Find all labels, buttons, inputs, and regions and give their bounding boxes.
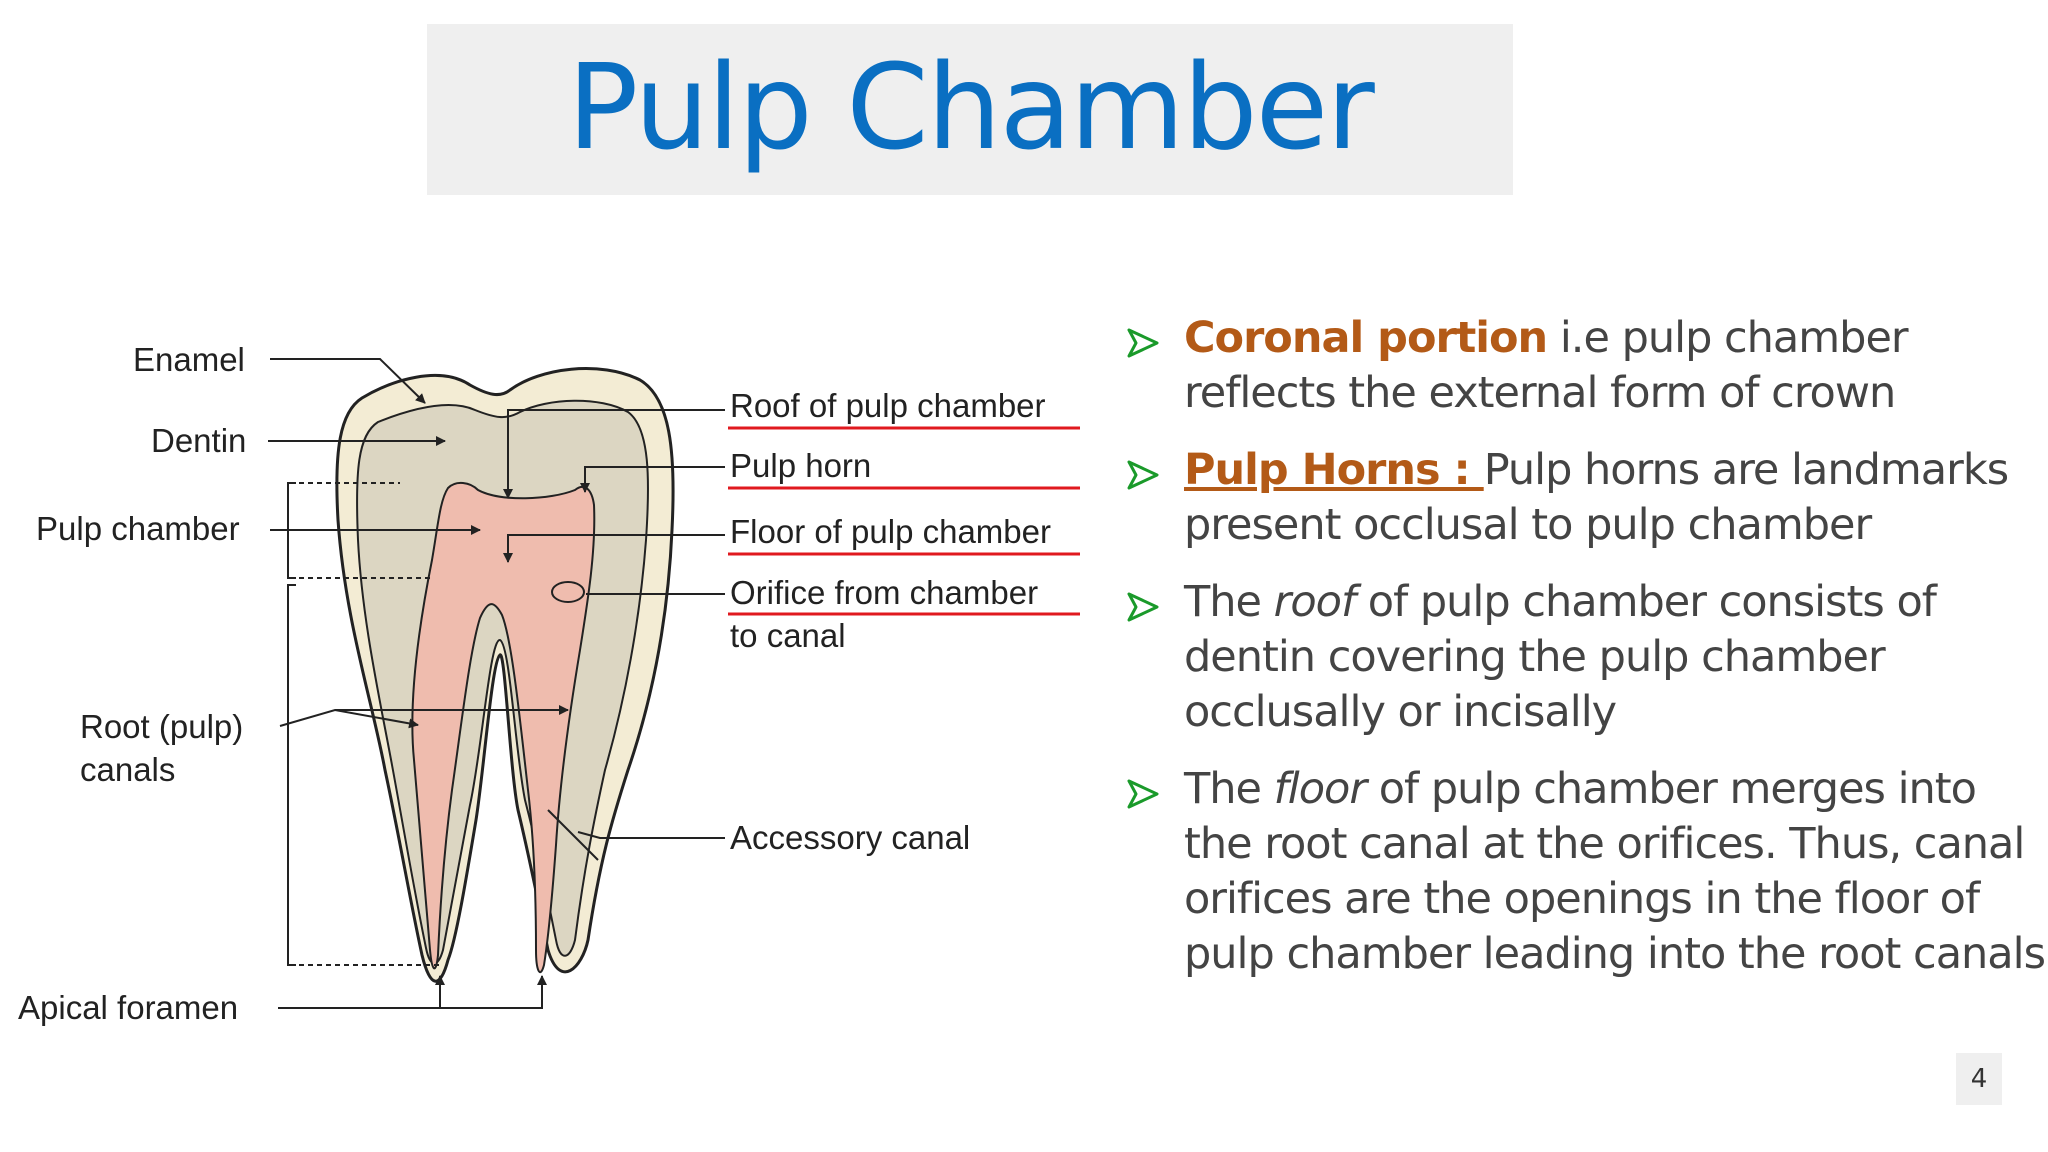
label-apical-foramen: Apical foramen (18, 989, 238, 1026)
slide-title: Pulp Chamber (567, 37, 1375, 176)
bullet-text: i.e pulp chamber reflects the external f… (1184, 313, 1909, 418)
highlight-coronal-portion: Coronal portion (1184, 313, 1548, 363)
page-number: 4 (1956, 1053, 2002, 1105)
label-root-canals-2: canals (80, 751, 175, 788)
bullet-list: Coronal portion i.e pulp chamber reflect… (1126, 311, 2046, 1004)
bullet-roof: The roof of pulp chamber consists of den… (1126, 575, 2046, 740)
label-orifice-1: Orifice from chamber (730, 574, 1038, 611)
label-pulp-chamber: Pulp chamber (36, 510, 240, 547)
bullet-text: of pulp chamber merges into the root can… (1184, 764, 2046, 979)
label-root-canals-1: Root (pulp) (80, 708, 243, 745)
label-orifice-2: to canal (730, 617, 846, 654)
bullet-text: Pulp horns are landmarks present occlusa… (1184, 445, 2009, 550)
bullet-floor: The floor of pulp chamber merges into th… (1126, 762, 2046, 982)
dentin-shape (356, 399, 649, 965)
bullet-coronal-portion: Coronal portion i.e pulp chamber reflect… (1126, 311, 2046, 421)
italic-roof: roof (1273, 577, 1356, 627)
italic-floor: floor (1273, 764, 1367, 814)
accessory-canal-line (547, 809, 599, 861)
bullet-text: of pulp chamber consists of dentin cover… (1184, 577, 1937, 737)
label-accessory-canal: Accessory canal (730, 819, 970, 856)
green-arrow-bullet-icon (1127, 779, 1159, 809)
bullet-pre: The (1184, 577, 1274, 627)
pulp-shape (411, 482, 596, 974)
title-banner: Pulp Chamber (427, 24, 1513, 195)
label-enamel: Enamel (133, 341, 245, 378)
highlight-pulp-horns: Pulp Horns : (1184, 445, 1484, 495)
tooth-diagram: Enamel Dentin Pulp chamber Root (pulp) c… (18, 341, 1080, 1026)
green-arrow-bullet-icon (1127, 592, 1159, 622)
label-pulp-horn: Pulp horn (730, 447, 871, 484)
bullet-pre: The (1184, 764, 1274, 814)
green-arrow-bullet-icon (1127, 460, 1159, 490)
label-dentin: Dentin (151, 422, 246, 459)
orifice-ellipse (551, 581, 585, 603)
bullet-pulp-horns: Pulp Horns : Pulp horns are landmarks pr… (1126, 443, 2046, 553)
label-floor: Floor of pulp chamber (730, 513, 1051, 550)
label-roof: Roof of pulp chamber (730, 387, 1046, 424)
green-arrow-bullet-icon (1127, 328, 1159, 358)
